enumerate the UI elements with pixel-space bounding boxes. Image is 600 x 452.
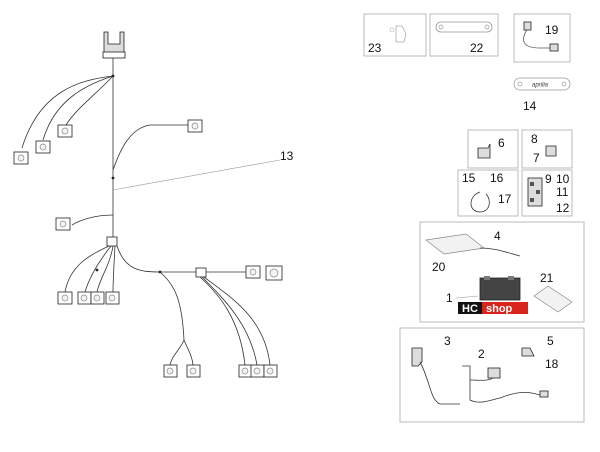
connector-left-2 [35,140,51,154]
connector-left-1 [13,151,29,165]
callout-19: 19 [545,23,559,37]
callout-23: 23 [368,41,382,55]
part-box-15-16-17: 15 16 17 [457,169,519,217]
sticker-text: aprilia [532,83,549,89]
callout-15: 15 [462,171,476,185]
connector-bottom-left-4 [105,291,120,305]
connector-bottom-left-3 [90,291,105,305]
callout-13: 13 [280,149,294,163]
part-box-22: 22 [429,13,499,57]
main-top-connector [102,31,126,59]
logo-part-2: shop [486,303,513,315]
connector-right-end [245,265,261,279]
connector-bottom-right-3 [263,364,278,378]
connector-bottom-right-1 [238,364,253,378]
junction-box [106,236,118,247]
part-box-7-8: 8 7 [521,129,573,169]
part-box-6: 6 [467,129,519,169]
part-box-9-12: 9 10 11 12 [521,169,573,217]
callout-4: 4 [494,229,501,243]
connector-mid-left [55,217,71,231]
part-box-19: 19 [513,13,571,63]
callout-1: 1 [446,291,453,305]
connector-bottom-left-2 [77,291,92,305]
callout-7: 7 [533,151,540,165]
hc-shop-logo: HC shop [458,302,528,315]
callout-3: 3 [444,334,451,348]
callout-22: 22 [470,41,484,55]
callout-5: 5 [547,334,554,348]
logo-part-1: HC [462,303,478,315]
callout-18: 18 [545,357,559,371]
callout-8: 8 [531,132,538,146]
callout-2: 2 [478,347,485,361]
callout-16: 16 [490,171,504,185]
connector-bottom-mid-2 [186,364,201,378]
connector-far-right [265,265,283,281]
connector-bottom-mid-1 [163,364,178,378]
callout-6: 6 [498,136,505,150]
part-box-cable: 3 2 5 18 [399,327,585,423]
part-box-23: 23 [363,13,427,57]
callout-10: 10 [556,172,570,186]
callout-12: 12 [556,201,570,215]
callout-11: 11 [556,185,569,199]
wiring-harness: 13 [13,31,294,378]
junction-box-right [195,267,207,278]
connector-bottom-right-2 [250,364,265,378]
callout-14: 14 [523,99,537,113]
callout-9: 9 [545,172,552,186]
part-sticker-14: aprilia 14 [513,77,571,113]
connector-upper-right [187,119,203,133]
connector-bottom-left-1 [57,291,73,305]
callout-21: 21 [540,271,554,285]
callout-17: 17 [498,192,512,206]
callout-20: 20 [432,260,446,274]
connector-left-3 [57,124,73,138]
